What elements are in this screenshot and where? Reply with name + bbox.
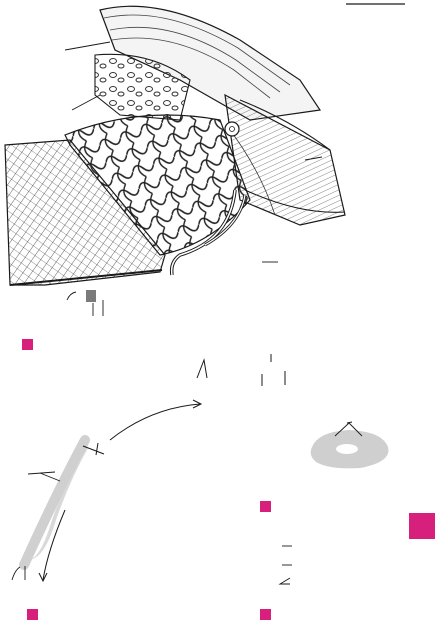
curve-arrow-lower (42, 509, 66, 581)
node-circle (224, 121, 240, 137)
section-marker-b (260, 501, 271, 512)
leader-2 (71, 94, 101, 111)
leader-1 (64, 41, 111, 51)
disc-hole (336, 444, 358, 454)
curve-arrow-upper (109, 403, 201, 441)
cartilage-illustration (4, 3, 405, 316)
grey-sample (86, 290, 96, 302)
collagen-network (64, 114, 251, 256)
arrow-mark (196, 358, 208, 379)
process-diagram (11, 354, 389, 585)
section-marker-a (22, 339, 33, 350)
page-tab (409, 513, 435, 539)
bone-slab (99, 5, 322, 121)
leader-3 (304, 156, 323, 161)
section-marker-c (27, 609, 38, 620)
bar-tick (82, 445, 105, 455)
section-marker-d (260, 609, 271, 620)
